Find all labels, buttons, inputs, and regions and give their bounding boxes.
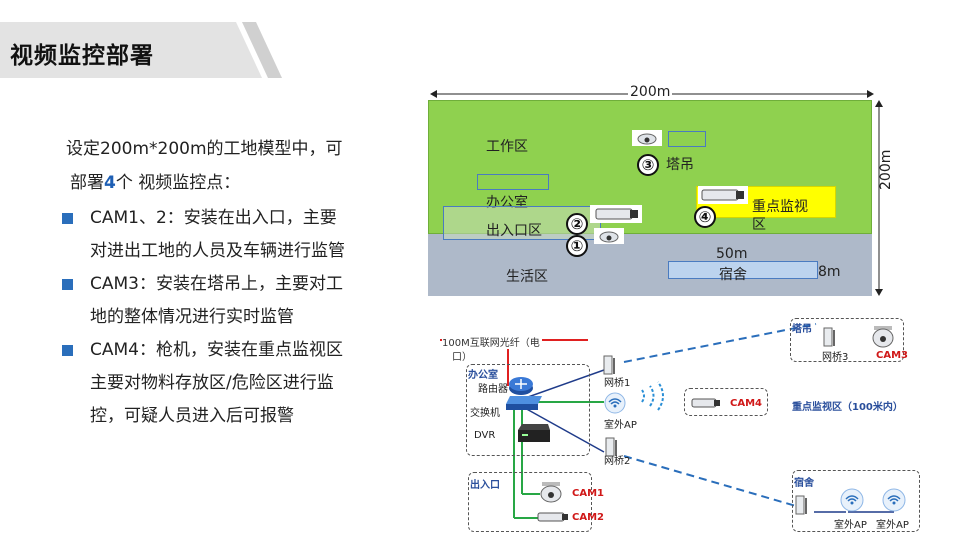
key-area-net-label: 重点监视区（100米内）: [792, 402, 903, 413]
key-area-label-line-1: 重点监视: [752, 199, 808, 215]
work-zone-label: 工作区: [486, 139, 528, 155]
list-item-cam3: CAM3：安装在塔吊上，主要对工 地的整体情况进行实时监管: [62, 268, 392, 334]
outdoor-ap-icon: [882, 488, 906, 512]
bullet-square-icon: [62, 213, 73, 224]
intro-text: 设定200m*200m的工地模型中，可 部署4个 视频监控点：: [66, 132, 386, 200]
dorm-ap-1-label: 室外AP: [834, 520, 867, 531]
tower-crane-area: [668, 131, 706, 147]
list-item-line: 对进出工地的人员及车辆进行监管: [90, 241, 345, 261]
height-dimension-arrow: [875, 100, 883, 296]
dome-camera-icon: [594, 228, 624, 244]
dvr-label: DVR: [474, 430, 496, 441]
outdoor-ap-icon: [604, 392, 626, 414]
page-title: 视频监控部署: [10, 43, 154, 69]
bridge-icon: [823, 327, 835, 347]
router-label: 路由器: [478, 384, 508, 395]
gun-camera-icon: [590, 205, 642, 223]
intro-line-2: 部署4个 视频监控点：: [66, 166, 386, 200]
bridge-1-label: 网桥1: [604, 378, 631, 389]
cam1-label: CAM1: [572, 488, 604, 499]
entrance-group: [468, 472, 592, 532]
router-icon: [509, 377, 533, 395]
dorm-label: 宿舍: [719, 267, 747, 283]
marker-4: ④: [694, 206, 716, 228]
intro-line-2-pre: 部署: [70, 173, 104, 193]
list-item-cam12: CAM1、2：安装在出入口，主要 对进出工地的人员及车辆进行监管: [62, 202, 392, 268]
marker-1: ①: [566, 235, 588, 257]
fiber-label-line-1: 100M互联网光纤（电: [442, 338, 540, 349]
gun-camera-icon: [537, 512, 568, 522]
office-group-label: 办公室: [468, 370, 498, 381]
intro-line-2-post: 个 视频监控点：: [115, 173, 241, 193]
list-item-line: 地的整体情况进行实时监管: [90, 307, 294, 327]
key-area-label-line-2: 区: [752, 217, 766, 233]
list-item-line: 主要对物料存放区/危险区进行监: [90, 373, 334, 393]
dome-camera-icon: [540, 482, 562, 503]
fiber-label-line-2: 口）: [452, 352, 472, 363]
site-map: 工作区 ③ 塔吊 办公室 出入口区 ② ① ④ 重点监视 区 50m 宿舍 8m…: [428, 100, 872, 296]
tower-group: [790, 318, 904, 362]
camera-count: 4: [104, 173, 116, 193]
dome-camera-icon: [872, 326, 894, 348]
dorm-group: [792, 470, 920, 532]
entrance-label: 出入口区: [486, 223, 542, 239]
tower-crane-label: 塔吊: [666, 157, 694, 173]
living-zone-label: 生活区: [506, 269, 548, 285]
switch-label: 交换机: [470, 408, 500, 419]
dvr-icon: [518, 424, 550, 442]
outdoor-ap-label: 室外AP: [604, 420, 637, 431]
list-item-cam4: CAM4：枪机，安装在重点监视区 主要对物料存放区/危险区进行监 控，可疑人员进…: [62, 334, 392, 433]
outdoor-ap-icon: [840, 488, 864, 512]
bullet-square-icon: [62, 279, 73, 290]
title-banner-shape: [0, 22, 282, 78]
cam4-group: [684, 388, 768, 416]
bridge-icon: [795, 495, 807, 515]
width-label: 200m: [628, 84, 673, 100]
dorm-width-label: 50m: [716, 246, 748, 262]
marker-2: ②: [566, 213, 588, 235]
title-banner: [0, 22, 282, 78]
bridge-3-label: 网桥3: [822, 352, 849, 363]
fiber-label: 100M互联网光纤（电: [442, 334, 542, 349]
gun-camera-icon: [698, 186, 748, 204]
bridge-icon: [605, 437, 617, 457]
office-group: [466, 364, 590, 456]
switch-icon: [506, 396, 542, 410]
dorm-group-label: 宿舍: [794, 478, 814, 489]
cam4-label: CAM4: [730, 398, 762, 409]
height-label: 200m: [878, 149, 894, 190]
list-item-line: CAM4：枪机，安装在重点监视区: [90, 340, 343, 360]
list-item-line: CAM1、2：安装在出入口，主要: [90, 208, 337, 228]
intro-line-1: 设定200m*200m的工地模型中，可: [66, 139, 343, 159]
office-area: [477, 174, 549, 190]
dorm-height-label: 8m: [818, 264, 841, 280]
cam2-label: CAM2: [572, 512, 604, 523]
bridge-icon: [603, 355, 615, 375]
list-item-line: CAM3：安装在塔吊上，主要对工: [90, 274, 343, 294]
gun-camera-icon: [691, 398, 720, 408]
list-item-line: 控，可疑人员进入后可报警: [90, 406, 294, 426]
marker-3: ③: [637, 154, 659, 176]
bullet-square-icon: [62, 345, 73, 356]
cam3-label: CAM3: [876, 350, 908, 361]
dorm-area: [668, 261, 818, 279]
entrance-group-label: 出入口: [470, 480, 500, 491]
tower-group-label: 塔吊: [792, 324, 812, 335]
dome-camera-icon: [632, 130, 662, 146]
camera-list: CAM1、2：安装在出入口，主要 对进出工地的人员及车辆进行监管 CAM3：安装…: [62, 202, 392, 433]
network-diagram: 100M互联网光纤（电 口） 办公室 路由器 交换机 DVR 网桥1 室外AP …: [428, 310, 948, 538]
bridge-2-label: 网桥2: [604, 456, 631, 467]
dorm-ap-2-label: 室外AP: [876, 520, 909, 531]
